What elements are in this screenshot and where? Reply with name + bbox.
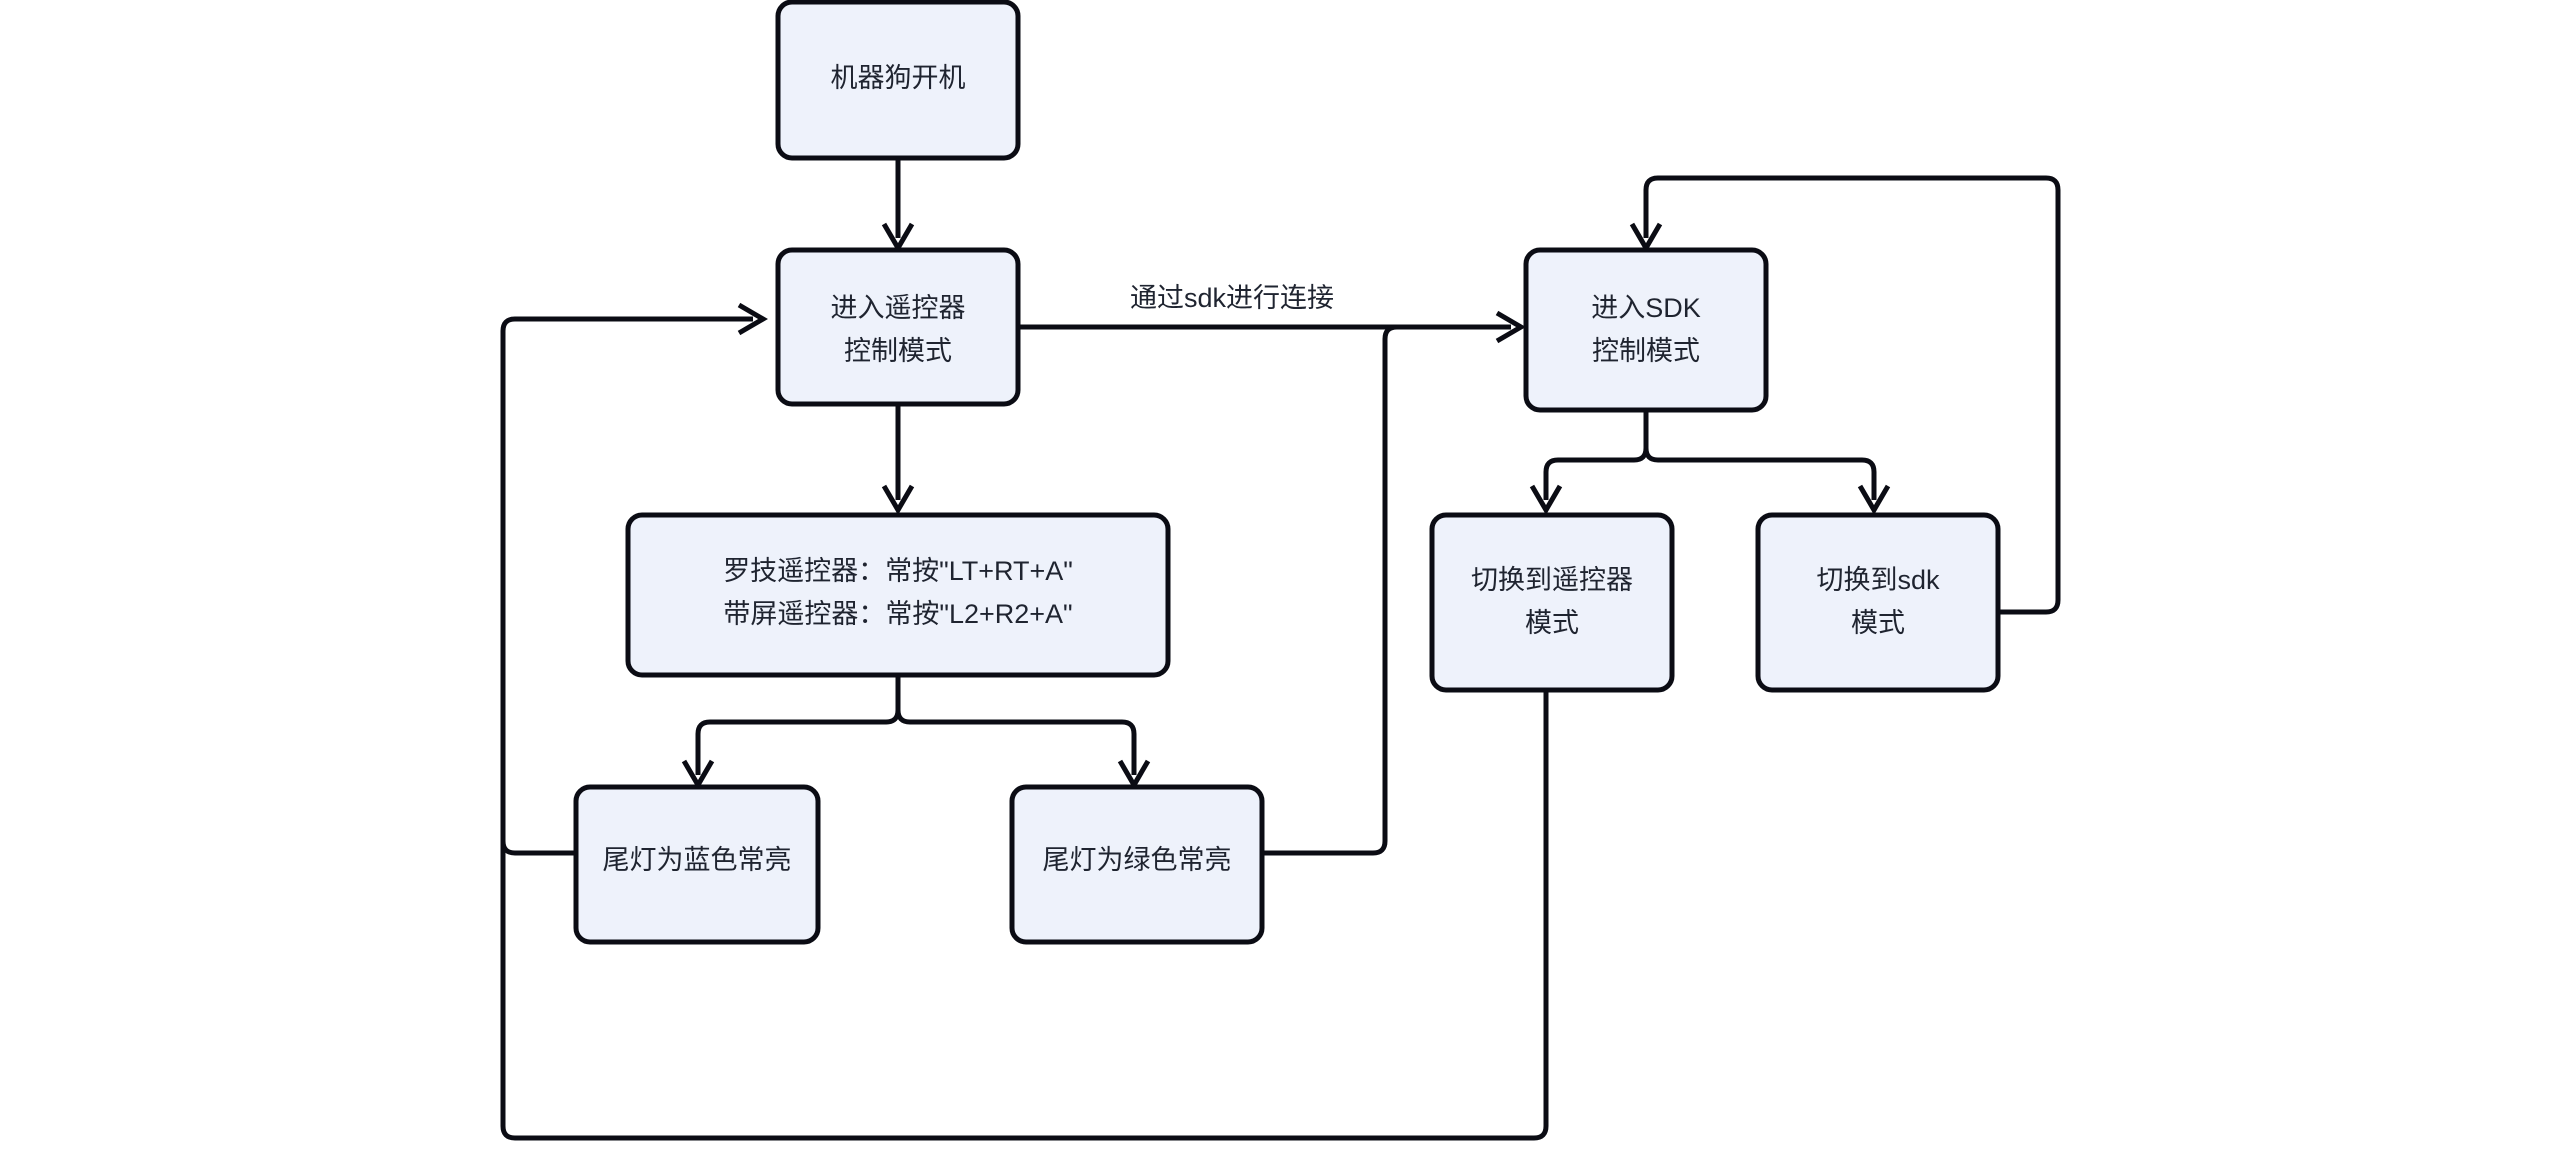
edge-key-combo-to-taillight-blue	[681, 675, 901, 790]
node-switch-to-remote-mode-label-line-2: 模式	[1525, 608, 1579, 638]
node-power-on[interactable]: 机器狗开机	[775, 0, 1021, 161]
node-taillight-green-label: 尾灯为绿色常亮	[1043, 845, 1232, 875]
node-switch-to-remote-mode[interactable]: 切换到遥控器 模式	[1429, 512, 1675, 693]
node-taillight-blue-label: 尾灯为蓝色常亮	[603, 845, 792, 875]
node-remote-control-mode[interactable]: 进入遥控器 控制模式	[775, 247, 1021, 407]
edge-taillight-green-to-sdk-control-mode	[1262, 324, 1511, 856]
node-key-combo-instructions-label-line-1: 罗技遥控器：常按"LT+RT+A"	[723, 556, 1073, 586]
edge-label-connect-via-sdk: 通过sdk进行连接	[1130, 283, 1334, 313]
node-key-combo-instructions-shape[interactable]	[625, 512, 1171, 678]
edge-sdk-control-mode-to-switch-sdk	[1643, 410, 1891, 515]
edge-switch-remote-to-remote-control-mode	[500, 331, 1549, 1141]
node-remote-control-mode-shape[interactable]	[775, 247, 1021, 407]
edge-key-combo-to-taillight-green	[895, 675, 1151, 790]
node-power-on-label-line-1: 机器狗开机	[831, 63, 966, 93]
node-switch-to-sdk-mode-shape[interactable]	[1755, 512, 2001, 693]
node-switch-to-remote-mode-shape[interactable]	[1429, 512, 1675, 693]
node-switch-to-sdk-mode[interactable]: 切换到sdk 模式	[1755, 512, 2001, 693]
node-taillight-blue-shape[interactable]	[573, 784, 821, 945]
node-sdk-control-mode-shape[interactable]	[1523, 247, 1769, 413]
node-remote-control-mode-label-line-1: 进入遥控器	[831, 293, 966, 323]
edge-sdk-control-mode-to-switch-remote	[1529, 410, 1649, 515]
edge-power-on-to-remote-control-mode	[881, 158, 915, 253]
node-sdk-control-mode[interactable]: 进入SDK 控制模式	[1523, 247, 1769, 413]
edge-remote-control-mode-to-key-combo	[881, 404, 915, 515]
node-switch-to-remote-mode-label-line-1: 切换到遥控器	[1471, 565, 1633, 595]
node-switch-to-sdk-mode-label-line-1: 切换到sdk	[1816, 565, 1940, 595]
node-taillight-green[interactable]: 尾灯为绿色常亮	[1009, 784, 1265, 945]
node-sdk-control-mode-label-line-1: 进入SDK	[1591, 293, 1701, 323]
node-power-on-shape[interactable]	[775, 0, 1021, 161]
node-sdk-control-mode-label-line-2: 控制模式	[1592, 336, 1700, 366]
node-key-combo-instructions[interactable]: 罗技遥控器：常按"LT+RT+A" 带屏遥控器：常按"L2+R2+A"	[625, 512, 1171, 678]
node-taillight-blue[interactable]: 尾灯为蓝色常亮	[573, 784, 821, 945]
node-switch-to-sdk-mode-label-line-2: 模式	[1851, 608, 1905, 638]
node-taillight-green-shape[interactable]	[1009, 784, 1265, 945]
node-key-combo-instructions-label-line-2: 带屏遥控器：常按"L2+R2+A"	[723, 599, 1072, 629]
node-remote-control-mode-label-line-2: 控制模式	[844, 336, 952, 366]
